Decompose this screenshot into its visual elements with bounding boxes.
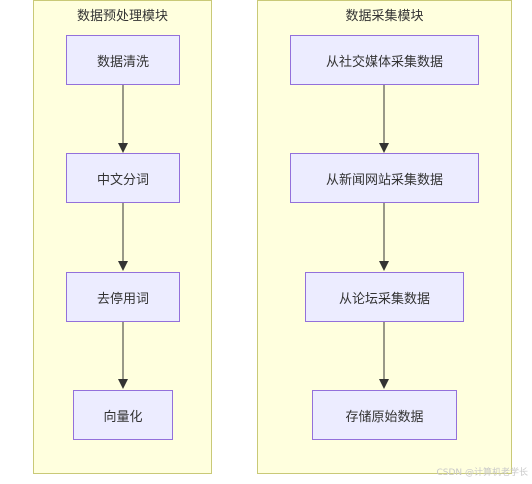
node-chinese-segmentation: 中文分词 (66, 153, 180, 203)
node-store-raw-data: 存储原始数据 (312, 390, 457, 440)
node-label: 存储原始数据 (345, 409, 424, 425)
node-label: 中文分词 (96, 172, 149, 188)
node-vectorization: 向量化 (73, 390, 173, 440)
node-collect-forums: 从论坛采集数据 (305, 272, 464, 322)
node-label: 从论坛采集数据 (338, 291, 430, 307)
node-collect-social-media: 从社交媒体采集数据 (290, 35, 479, 85)
node-data-cleaning: 数据清洗 (66, 35, 180, 85)
group-title: 数据预处理模块 (76, 9, 168, 24)
node-remove-stopwords: 去停用词 (66, 272, 180, 322)
node-label: 从社交媒体采集数据 (325, 54, 443, 70)
node-label: 从新闻网站采集数据 (325, 172, 443, 188)
node-label: 向量化 (103, 409, 143, 425)
node-label: 数据清洗 (96, 54, 149, 70)
group-title: 数据采集模块 (345, 9, 424, 24)
node-collect-news-sites: 从新闻网站采集数据 (290, 153, 479, 203)
watermark: CSDN @计算机老学长 (436, 468, 528, 478)
node-label: 去停用词 (96, 291, 149, 307)
